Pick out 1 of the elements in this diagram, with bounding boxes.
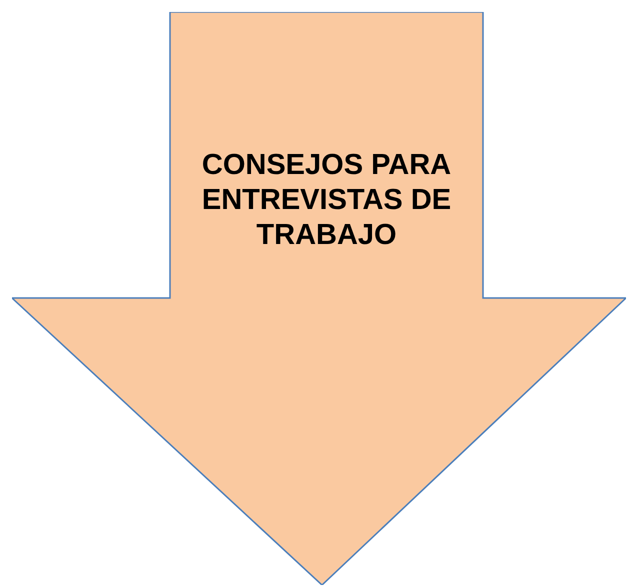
arrow-label: CONSEJOS PARA ENTREVISTAS DE TRABAJO	[202, 148, 452, 253]
